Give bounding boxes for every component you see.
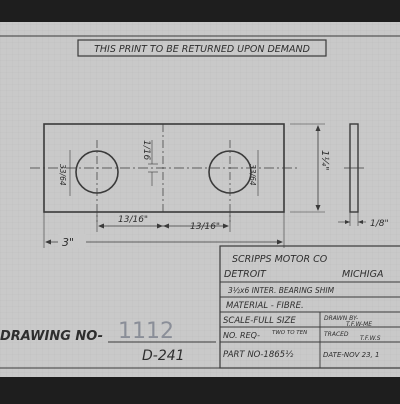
scale: SCALE-FULL SIZE xyxy=(223,316,296,326)
company-name: SCRIPPS MOTOR CO xyxy=(232,254,328,265)
length-label: 3" xyxy=(62,236,74,249)
height-label: 1¼" xyxy=(319,150,331,171)
state: MICHIGA xyxy=(342,269,383,280)
thickness-label: 1/8" xyxy=(370,219,389,229)
no-req-value: TWO TO TEN xyxy=(272,330,307,336)
part-number: PART NO-1865½ xyxy=(223,350,294,360)
city: DETROIT xyxy=(224,269,267,280)
hole-offset-label: 1/16 xyxy=(141,140,151,160)
part-description: 3½x6 INTER. BEARING SHIM xyxy=(228,286,335,295)
drawing-stamp: 1112 xyxy=(118,319,174,344)
drawing-no-label: DRAWING NO- xyxy=(0,329,103,344)
notice-box xyxy=(77,39,327,57)
part-front-view xyxy=(30,123,300,222)
hole-offset-dimension: 1/16 xyxy=(141,140,158,186)
right-hole-diameter-label: 33/64 xyxy=(248,164,257,186)
hole-spacing-dimension: 13/16" 13/16" xyxy=(96,212,231,232)
left-hole-diameter-label: 33/64 xyxy=(58,164,67,186)
drawn-by-value: T.F.W-ME xyxy=(346,321,372,328)
drawn-by-label: DRAWN BY- xyxy=(324,315,358,322)
no-req-label: NO. REQ- xyxy=(223,331,260,340)
title-block: SCRIPPS MOTOR CO DETROIT MICHIGA 3½x6 IN… xyxy=(219,245,400,369)
material: MATERIAL - FIBRE. xyxy=(226,301,304,311)
drawing-date: DATE-NOV 23, 1 xyxy=(323,351,379,359)
height-dimension: 1¼" xyxy=(290,123,331,213)
length-dimension: 3" xyxy=(43,212,285,249)
traced-label: TRACED xyxy=(324,331,349,338)
hole-spacing-left-label: 13/16" xyxy=(118,215,148,225)
thickness-dimension: 1/8" xyxy=(338,212,389,229)
drawing-number: DRAWING NO- 1112 D-241 xyxy=(0,319,216,364)
traced-by-value: T.F.W.S xyxy=(360,335,381,342)
part-side-view xyxy=(344,123,364,213)
drawing-code: D-241 xyxy=(142,348,185,364)
notice-text: THIS PRINT TO BE RETURNED UPON DEMAND xyxy=(94,44,310,55)
hole-spacing-right-label: 13/16" xyxy=(190,222,220,232)
paper-grid xyxy=(0,22,400,377)
